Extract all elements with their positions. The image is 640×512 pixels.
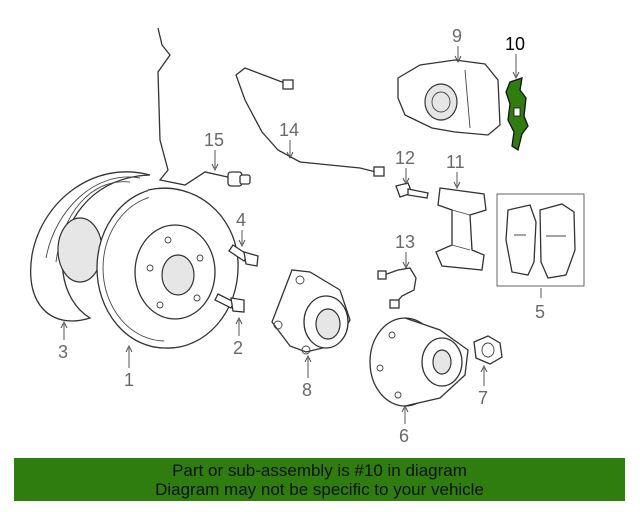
callout-8: 8 — [302, 380, 312, 400]
bolt-4-part[interactable] — [228, 244, 259, 267]
callout-13: 13 — [395, 232, 415, 252]
dust-shield-part[interactable] — [30, 171, 151, 322]
callout-3: 3 — [58, 342, 68, 362]
callout-6: 6 — [399, 426, 409, 446]
callout-5: 5 — [535, 302, 545, 322]
banner-line-2: Diagram may not be specific to your vehi… — [155, 480, 484, 499]
sensor-line-part[interactable] — [157, 27, 251, 187]
callout-9: 9 — [452, 26, 462, 46]
callout-10: 10 — [505, 34, 525, 54]
parts-diagram: 1 2 3 4 5 6 7 8 9 10 11 12 13 14 15 — [30, 26, 585, 446]
leader-lines — [60, 46, 542, 424]
bolt-2-part[interactable] — [214, 293, 245, 313]
guide-bolt-12-part[interactable] — [395, 182, 429, 199]
caliper-part[interactable] — [397, 59, 501, 136]
callout-7: 7 — [478, 388, 488, 408]
callout-2: 2 — [233, 338, 243, 358]
wheel-bearing-part[interactable] — [271, 269, 351, 355]
brake-pads-part[interactable] — [496, 193, 585, 287]
callout-1: 1 — [124, 370, 134, 390]
callout-4: 4 — [236, 210, 246, 230]
wear-sensor-part[interactable] — [377, 267, 417, 309]
callout-11: 11 — [446, 152, 465, 172]
brake-rotor-part[interactable] — [96, 187, 239, 349]
callout-12: 12 — [395, 148, 415, 168]
caliper-carrier-part[interactable] — [435, 187, 487, 271]
callout-14: 14 — [279, 120, 299, 140]
spring-clip-part[interactable] — [505, 77, 529, 152]
callout-15: 15 — [204, 130, 224, 150]
hub-flange-part[interactable] — [369, 317, 469, 407]
axle-nut-part[interactable] — [473, 335, 503, 365]
banner-line-1: Part or sub-assembly is #10 in diagram — [172, 461, 467, 480]
info-banner: Part or sub-assembly is #10 in diagram D… — [14, 458, 625, 501]
brake-hose-part[interactable] — [235, 67, 385, 177]
